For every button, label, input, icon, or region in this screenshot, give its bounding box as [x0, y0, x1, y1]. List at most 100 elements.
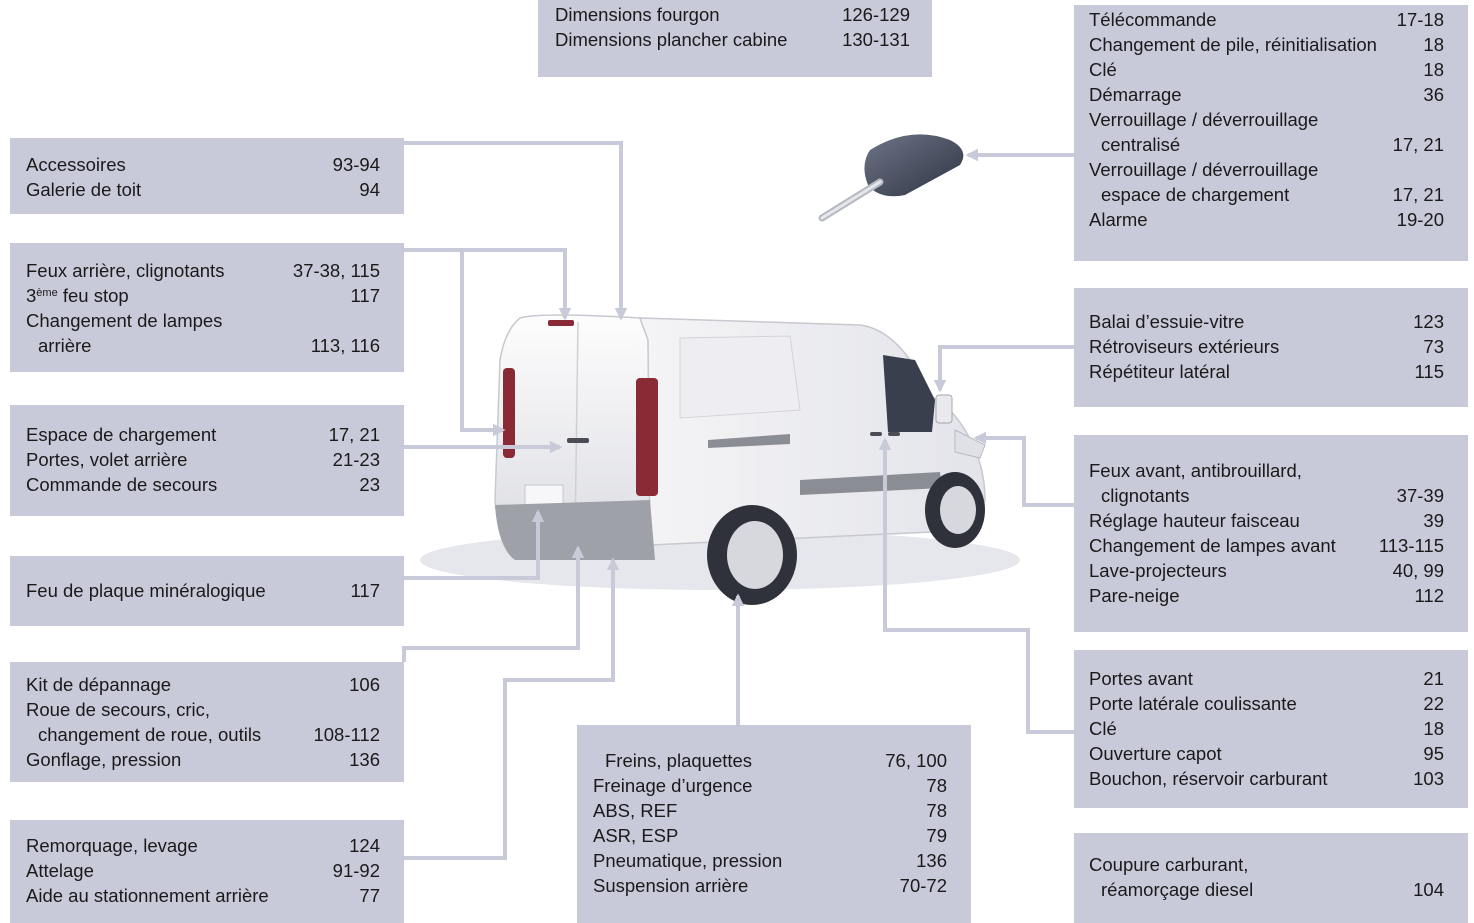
- entry-page-number: 123: [1413, 311, 1444, 332]
- entry-page-number: 73: [1423, 336, 1444, 357]
- entry-label-text: changement de roue, outils: [38, 724, 262, 745]
- entry-page-number: 36: [1423, 84, 1444, 105]
- entry-page-number: 113, 116: [310, 335, 380, 356]
- entry-page-number: 117: [350, 285, 381, 306]
- entry-label-text: Clé: [1089, 59, 1117, 80]
- entry-page-number: 112: [1414, 585, 1445, 606]
- entry-page-number: 37-38, 115: [292, 260, 380, 281]
- entry-page-number: 130-131: [842, 29, 910, 50]
- entry-label-text: Bouchon, réservoir carburant: [1089, 768, 1328, 789]
- index-entry: centralisé 17, 21: [1089, 132, 1444, 157]
- entry-label: Télécommande: [1089, 7, 1217, 32]
- entry-label-text: 3: [26, 285, 37, 306]
- entry-label: Freins, plaquettes: [593, 748, 752, 773]
- entry-page-number: 37-39: [1396, 485, 1444, 506]
- entry-label: espace de chargement: [1089, 182, 1289, 207]
- leader-lines: [402, 141, 1074, 860]
- entry-label: Lave-projecteurs: [1089, 558, 1227, 583]
- entry-label: Portes, volet arrière: [26, 447, 187, 472]
- entry-label-text: Suspension arrière: [593, 875, 749, 896]
- entry-label: Attelage: [26, 858, 94, 883]
- entry-label-text: Balai d’essuie-vitre: [1089, 311, 1245, 332]
- entry-page-number: [1434, 458, 1444, 483]
- entry-page-number: 21-23: [332, 449, 380, 470]
- entry-label-text: Dimensions fourgon: [555, 4, 720, 25]
- index-entry: Démarrage 36: [1089, 82, 1444, 107]
- entry-label-text: Changement de lampes avant: [1089, 535, 1336, 556]
- entry-label: ASR, ESP: [593, 823, 678, 848]
- entry-label: Suspension arrière: [593, 873, 748, 898]
- entry-label-text: Coupure carburant,: [1089, 854, 1249, 875]
- entry-page-number: 39: [1423, 510, 1444, 531]
- entry-label-text: Verrouillage / déverrouillage: [1089, 159, 1319, 180]
- van-illustration: [420, 314, 1020, 605]
- entry-label: Réglage hauteur faisceau: [1089, 508, 1300, 533]
- entry-label-text: Répétiteur latéral: [1089, 361, 1230, 382]
- index-entry: Réglage hauteur faisceau 39: [1089, 508, 1444, 533]
- entry-label: Gonflage, pression: [26, 747, 181, 772]
- entry-label: changement de roue, outils: [26, 722, 261, 747]
- entry-page-number: 94: [359, 179, 380, 200]
- entry-label-text: Porte latérale coulissante: [1089, 693, 1297, 714]
- entry-label: Dimensions plancher cabine: [555, 27, 787, 52]
- entry-label-text: Clé: [1089, 718, 1117, 739]
- entry-label: Démarrage: [1089, 82, 1182, 107]
- entry-page-number: 18: [1423, 34, 1444, 55]
- entry-label-text: Accessoires: [26, 154, 126, 175]
- entry-label: réamorçage diesel: [1089, 877, 1253, 902]
- entry-label-text: arrière: [38, 335, 92, 356]
- index-entry: Portes avant 21: [1089, 666, 1444, 691]
- entry-label: Balai d’essuie-vitre: [1089, 309, 1244, 334]
- entry-label-text: clignotants: [1101, 485, 1190, 506]
- entry-label-text: Freinage d’urgence: [593, 775, 753, 796]
- entry-label: Dimensions fourgon: [555, 2, 720, 27]
- entry-page-number: 126-129: [842, 4, 910, 25]
- entry-page-number: 17-18: [1396, 9, 1444, 30]
- entry-label: Rétroviseurs extérieurs: [1089, 334, 1279, 359]
- entry-label-superscript: ème: [36, 287, 58, 299]
- entry-page-number: 21: [1423, 668, 1444, 689]
- index-entry: Télécommande 17-18: [1089, 7, 1444, 32]
- entry-label: Freinage d’urgence: [593, 773, 752, 798]
- entry-page-number: 76, 100: [885, 750, 947, 771]
- entry-label: centralisé: [1089, 132, 1180, 157]
- entry-label: Porte latérale coulissante: [1089, 691, 1297, 716]
- entry-page-number: 17, 21: [1392, 134, 1444, 155]
- entry-label-text: Roue de secours, cric,: [26, 699, 211, 720]
- entry-page-number: 78: [926, 800, 947, 821]
- entry-label: Clé: [1089, 57, 1117, 82]
- entry-label-text: Pare-neige: [1089, 585, 1180, 606]
- entry-label: Galerie de toit: [26, 177, 141, 202]
- entry-label-text: Télécommande: [1089, 9, 1217, 30]
- entry-label: arrière: [26, 333, 91, 358]
- entry-page-number: [1434, 852, 1444, 877]
- entry-label: Alarme: [1089, 207, 1148, 232]
- index-entry: Freins, plaquettes 76, 100: [593, 748, 947, 773]
- entry-label: Changement de lampes: [26, 308, 222, 333]
- entry-label: Verrouillage / déverrouillage: [1089, 107, 1318, 132]
- entry-label: Pneumatique, pression: [593, 848, 782, 873]
- entry-label: Portes avant: [1089, 666, 1193, 691]
- entry-label: Kit de dépannage: [26, 672, 171, 697]
- entry-page-number: 70-72: [899, 875, 947, 896]
- entry-label: Accessoires: [26, 152, 126, 177]
- entry-label: Remorquage, levage: [26, 833, 198, 858]
- entry-page-number: 115: [1414, 361, 1445, 382]
- entry-page-number: 93-94: [332, 154, 380, 175]
- entry-page-number: 103: [1413, 768, 1444, 789]
- index-entry: Verrouillage / déverrouillage: [1089, 107, 1444, 132]
- entry-label: Changement de lampes avant: [1089, 533, 1336, 558]
